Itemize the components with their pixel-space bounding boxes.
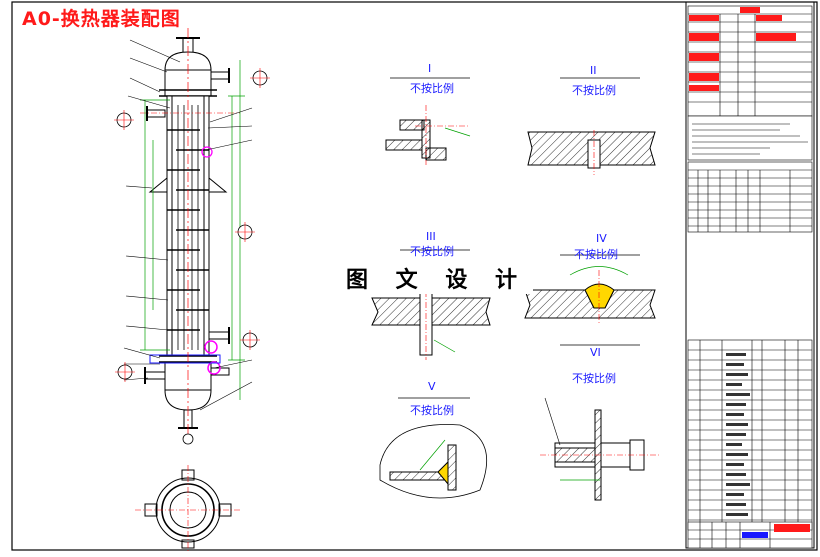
detail-V bbox=[379, 397, 487, 499]
highlight-markers bbox=[149, 146, 221, 375]
detail-VI bbox=[540, 344, 660, 501]
detail-VI-scale-note: 不按比例 bbox=[572, 372, 616, 385]
detail-II-scale-note: 不按比例 bbox=[572, 84, 616, 97]
detail-III bbox=[371, 249, 491, 360]
detail-III-scale-note: 不按比例 bbox=[410, 245, 454, 258]
notes-block bbox=[687, 115, 813, 161]
detail-II bbox=[527, 77, 656, 175]
detail-I bbox=[385, 77, 471, 165]
drawing-title: A0-换热器装配图 bbox=[22, 8, 181, 30]
detail-V-scale-note: 不按比例 bbox=[410, 404, 454, 417]
spec-table-red-cells bbox=[689, 7, 796, 91]
detail-IV-numeral: IV bbox=[596, 232, 607, 245]
parts-list-cell-text bbox=[726, 353, 750, 516]
detail-V-numeral: V bbox=[428, 380, 436, 393]
nozzle-table bbox=[687, 161, 813, 233]
heat-exchanger-elevation bbox=[144, 37, 230, 429]
sheet-border bbox=[11, 1, 818, 551]
watermark: 图 文 设 计 bbox=[340, 262, 533, 294]
support-lug bbox=[148, 176, 168, 193]
title-block-highlight bbox=[774, 524, 810, 532]
detail-IV bbox=[524, 254, 656, 325]
plan-view bbox=[135, 465, 241, 552]
detail-I-numeral: I bbox=[428, 62, 432, 75]
detail-II-numeral: II bbox=[590, 64, 597, 77]
detail-IV-scale-note: 不按比例 bbox=[574, 248, 618, 261]
weld-bead bbox=[584, 283, 615, 309]
baffles bbox=[167, 129, 209, 331]
parts-list bbox=[687, 339, 813, 531]
top-left-nozzle bbox=[146, 109, 166, 118]
detail-III-numeral: III bbox=[426, 230, 436, 243]
tube-bundle bbox=[177, 105, 199, 350]
callouts bbox=[123, 39, 253, 411]
detail-VI-numeral: VI bbox=[590, 346, 601, 359]
detail-I-scale-note: 不按比例 bbox=[410, 82, 454, 95]
